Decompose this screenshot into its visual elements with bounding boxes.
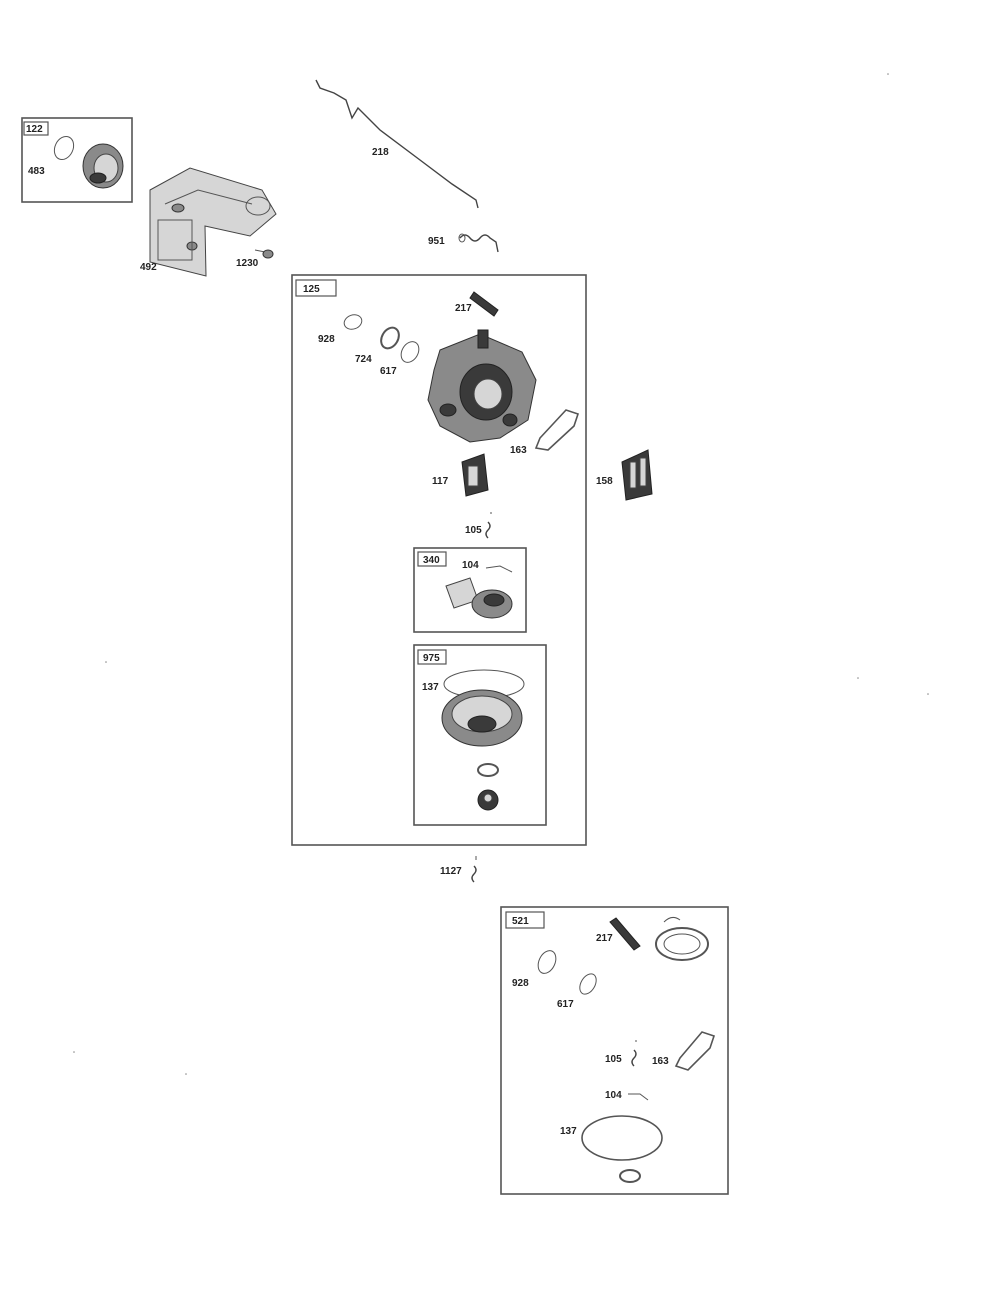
bowl-washer-part — [477, 763, 499, 777]
kit-box-122: 122 483 — [21, 117, 133, 203]
spring-part — [458, 233, 499, 253]
part-label-137-a: 137 — [422, 682, 439, 693]
box-label-521: 521 — [512, 916, 529, 927]
box-label-975: 975 — [423, 653, 440, 664]
carburetor-body-part — [427, 329, 537, 443]
kit-washer-part — [619, 1169, 641, 1183]
part-label-951: 951 — [428, 236, 445, 247]
part-label-1230: 1230 — [236, 258, 259, 269]
part-label-163-b: 163 — [652, 1056, 669, 1067]
kit-o-ring-928-part — [537, 950, 557, 974]
part-label-724: 724 — [355, 354, 372, 365]
part-label-928-b: 928 — [512, 978, 529, 989]
float-pin-105-part — [485, 512, 492, 539]
adapter-part — [82, 143, 124, 189]
carburetor-kit-box: 125 217 928 724 617 163 117 — [291, 274, 587, 846]
part-label-137-b: 137 — [560, 1126, 577, 1137]
part-label-217-b: 217 — [596, 933, 613, 944]
box-label-125: 125 — [303, 284, 320, 295]
part-label-1127: 1127 — [440, 866, 462, 877]
screw-1127-part — [471, 856, 477, 883]
bowl-nut-part — [477, 789, 499, 811]
part-label-617-b: 617 — [557, 999, 574, 1010]
box-label-340: 340 — [423, 555, 440, 566]
part-label-117: 117 — [432, 476, 449, 487]
float-needle-part — [485, 565, 513, 573]
gasket-163-part — [534, 409, 580, 451]
kit-gasket-163-part — [674, 1031, 716, 1071]
scan-specks — [73, 73, 929, 1075]
part-label-483: 483 — [28, 166, 45, 177]
part-label-617-a: 617 — [380, 366, 397, 377]
o-ring-724-part — [380, 326, 400, 350]
kit-gasket-ring-part — [655, 916, 709, 961]
screw-part — [254, 249, 274, 259]
float-bowl-part — [441, 689, 523, 747]
part-label-104-b: 104 — [605, 1090, 622, 1101]
part-label-105-b: 105 — [605, 1054, 622, 1065]
kit-bowl-gasket-137-part — [581, 1115, 663, 1161]
o-ring-928-part — [343, 314, 363, 330]
part-label-105-a: 105 — [465, 525, 482, 536]
part-label-158: 158 — [596, 476, 613, 487]
bracket-158-part — [621, 449, 653, 501]
governor-link-part — [315, 79, 479, 209]
overhaul-kit-box: 521 217 928 617 105 163 104 137 — [500, 906, 729, 1195]
idle-screw-part — [469, 291, 499, 317]
intake-bracket-part — [149, 167, 277, 277]
kit-pin-105-part — [631, 1040, 637, 1067]
float-kit-box: 340 104 — [413, 547, 527, 633]
kit-needle-104-part — [628, 1093, 649, 1101]
bowl-gasket-117-part — [461, 453, 489, 497]
kit-o-ring-617-part — [579, 973, 597, 995]
part-label-217-a: 217 — [455, 303, 472, 314]
part-label-218: 218 — [372, 147, 389, 158]
part-label-104-a: 104 — [462, 560, 479, 571]
part-label-492: 492 — [140, 262, 157, 273]
o-ring-part — [53, 135, 75, 161]
bowl-kit-box: 975 137 — [413, 644, 547, 826]
box-label-122: 122 — [26, 124, 43, 135]
o-ring-617-part — [400, 341, 420, 363]
part-label-163-a: 163 — [510, 445, 527, 456]
idle-screw-kit-part — [609, 917, 641, 951]
float-part — [445, 577, 513, 619]
part-label-928-a: 928 — [318, 334, 335, 345]
